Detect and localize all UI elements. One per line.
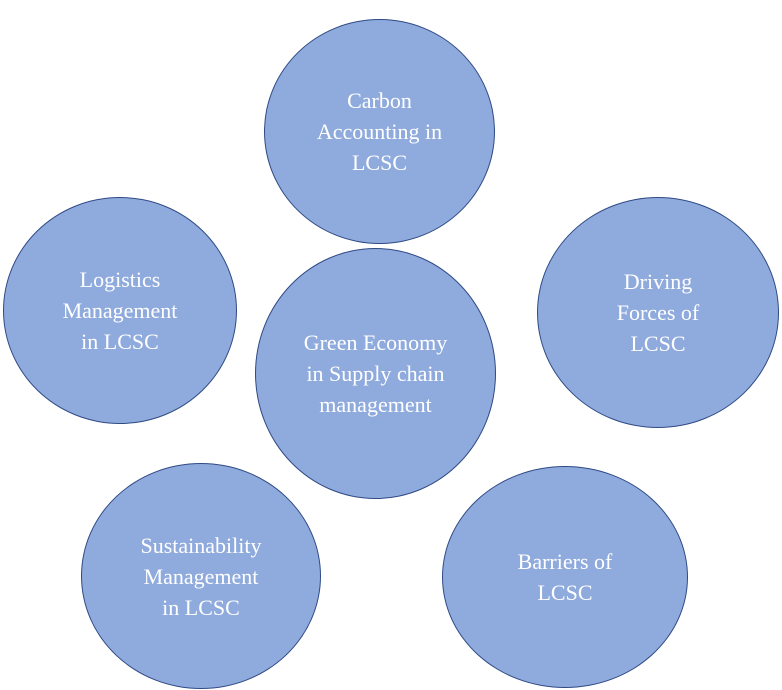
node-carbon-accounting: Carbon Accounting in LCSC	[264, 19, 495, 244]
node-label-line: Accounting in	[316, 119, 443, 144]
node-label-line: Carbon	[347, 88, 412, 113]
node-label-line: Barriers of	[517, 549, 613, 574]
node-label-line: Management	[62, 298, 178, 323]
node-label-line: in Supply chain	[306, 361, 445, 386]
node-label-line: in LCSC	[162, 594, 240, 620]
node-driving-forces: Driving Forces of LCSC	[537, 197, 779, 428]
node-label-line: management	[319, 392, 432, 417]
node-label-line: LCSC	[537, 580, 593, 605]
node-label-line: Green Economy	[303, 330, 448, 355]
node-label-line: LCSC	[630, 331, 686, 356]
node-sustainability-management: Sustainability Management in LCSC	[81, 463, 321, 689]
node-label-line: Forces of	[616, 300, 700, 325]
node-label-line: Management	[143, 563, 259, 589]
node-label-line: Logistics	[79, 267, 161, 292]
node-green-economy-center: Green Economy in Supply chain management	[255, 248, 496, 499]
node-logistics-management: Logistics Management in LCSC	[3, 197, 237, 424]
node-label-line: in LCSC	[81, 329, 159, 354]
node-barriers: Barriers of LCSC	[442, 466, 688, 688]
node-label-line: Driving	[623, 269, 693, 294]
node-label-line: LCSC	[351, 150, 408, 175]
node-label-line: Sustainability	[140, 532, 262, 558]
